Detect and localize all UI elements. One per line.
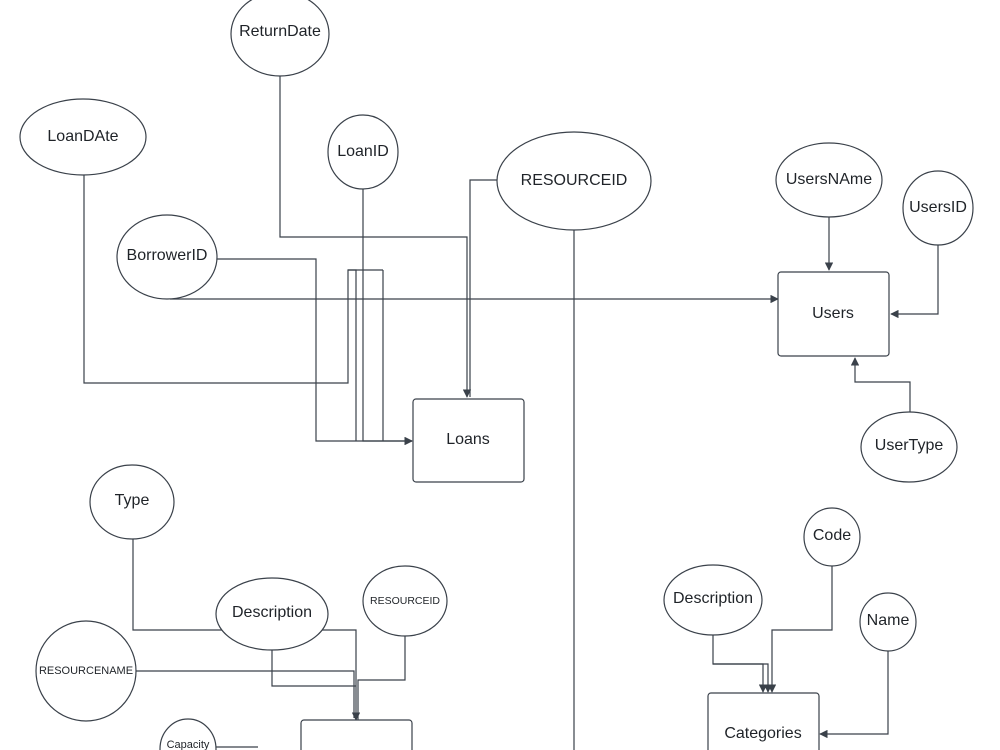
attribute-usertype[interactable]: UserType [860,411,958,483]
entity-loans[interactable]: Loans [412,398,525,483]
attribute-loandate[interactable]: LoanDAte [19,98,147,176]
entity-resources[interactable] [300,719,413,750]
attribute-returndate-label: ReturnDate [239,23,321,40]
attribute-description-right-label: Description [673,590,753,607]
attribute-resourceid-top[interactable]: RESOURCEID [496,131,652,231]
connector-borrowerid-loans [216,258,413,446]
connector-usertype-users [850,357,911,412]
attribute-loandate-label: LoanDAte [47,128,118,145]
connector-description-resources [271,650,356,687]
connector-resourceid-loans [469,179,498,397]
attribute-usersid-label: UsersID [909,199,967,216]
attribute-type-label: Type [115,492,150,509]
entity-users-label: Users [812,305,854,322]
attribute-loanid-label: LoanID [337,143,389,160]
connector-loandate-loans [83,174,357,441]
connector-resourceid-small-resources [357,636,406,720]
attribute-usersname-label: UsersNAme [786,171,872,188]
connector-returndate-loans [279,76,472,398]
attribute-resourcename-label: RESOURCENAME [39,665,133,677]
attribute-resourcename[interactable]: RESOURCENAME [35,620,137,722]
attribute-borrowerid[interactable]: BorrowerID [116,214,218,300]
attribute-description-left[interactable]: Description [215,577,329,651]
attribute-code-label: Code [813,527,851,544]
connector-code-categories [767,564,833,693]
attribute-resourceid-small-label: RESOURCEID [370,595,440,607]
attribute-description-left-label: Description [232,604,312,621]
attribute-capacity-label: Capacity [167,739,210,750]
attribute-resourceid-top-label: RESOURCEID [521,172,628,189]
attribute-type[interactable]: Type [89,464,175,540]
entity-categories[interactable]: Categories [707,692,820,750]
connector-name-categories [819,650,889,739]
connector-resourcename-resources [136,670,355,718]
attribute-usersname[interactable]: UsersNAme [775,142,883,218]
attribute-capacity[interactable]: Capacity [159,718,217,750]
attribute-resourceid-small[interactable]: RESOURCEID [362,565,448,637]
attribute-name-label: Name [867,612,910,629]
attribute-code[interactable]: Code [803,507,861,567]
attribute-description-right[interactable]: Description [663,564,763,636]
entity-categories-label: Categories [724,725,801,742]
attribute-borrowerid-label: BorrowerID [127,247,208,264]
connector-description-categories-2 [713,663,773,693]
entity-loans-label: Loans [446,431,490,448]
connector-usersid-users [890,245,939,319]
entity-users[interactable]: Users [777,271,890,357]
attribute-name[interactable]: Name [859,592,917,652]
connector-description-categories [712,634,768,693]
attribute-usertype-label: UserType [875,437,944,454]
connector-loanid-loans [362,189,413,446]
attribute-loanid[interactable]: LoanID [327,114,399,190]
attribute-returndate[interactable]: ReturnDate [230,0,330,77]
attribute-usersid[interactable]: UsersID [902,170,974,246]
